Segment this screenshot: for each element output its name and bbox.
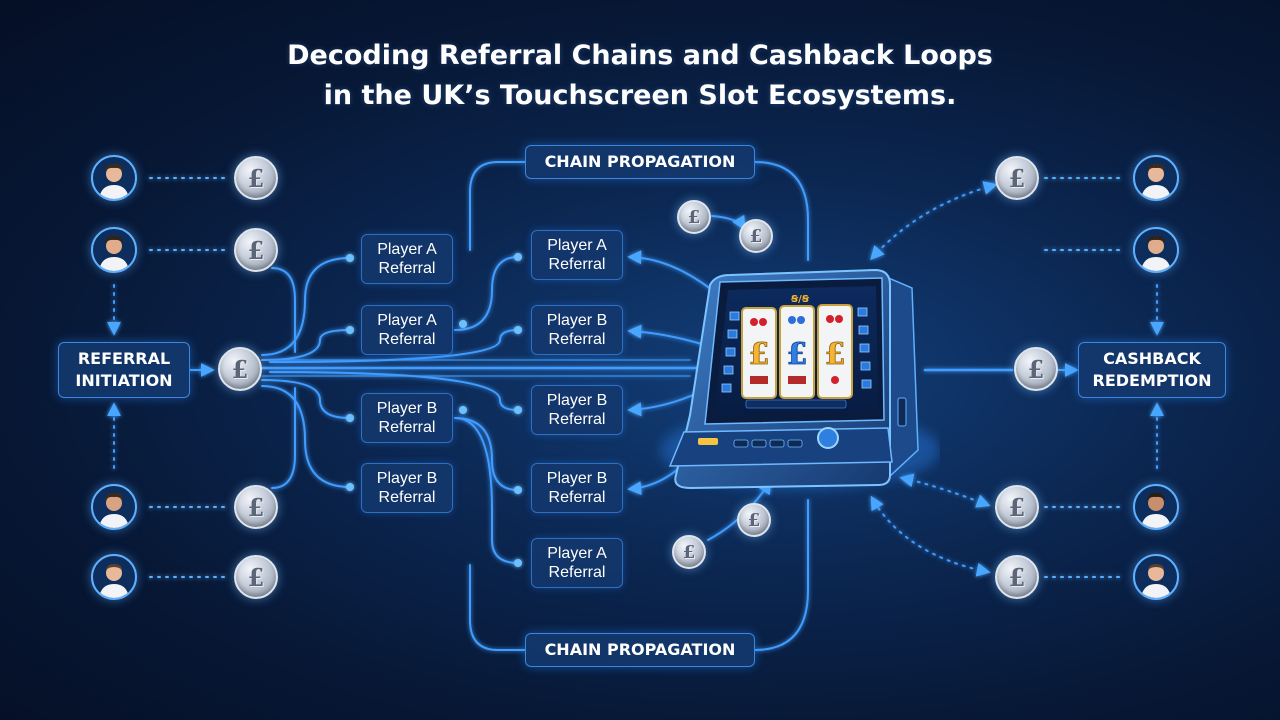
connection-dot	[346, 254, 354, 262]
chain-propagation-bottom-box: CHAIN PROPAGATION	[525, 633, 755, 667]
referral-initiation-box: REFERRAL INITIATION	[58, 342, 190, 398]
connection-dot	[346, 326, 354, 334]
connection-dot	[459, 320, 467, 328]
pound-coin-icon: £	[677, 200, 711, 234]
pound-coin-icon: £	[995, 156, 1039, 200]
connection-dot	[514, 406, 522, 414]
connection-dot	[346, 483, 354, 491]
cashback-redemption-box: CASHBACK REDEMPTION	[1078, 342, 1226, 398]
player-avatar-icon	[1133, 484, 1179, 530]
screen-header: Ꞩ/Ꞩ	[790, 294, 810, 305]
title-line-2: in the UK’s Touchscreen Slot Ecosystems.	[323, 80, 957, 111]
reel-symbol: £	[787, 337, 808, 372]
touchscreen-slot-machine-icon: Ꞩ/Ꞩ £ £ £	[660, 268, 940, 490]
pound-coin-icon: £	[995, 555, 1039, 599]
player-avatar-icon	[1133, 155, 1179, 201]
connection-dot	[514, 559, 522, 567]
player-avatar-icon	[91, 554, 137, 600]
diagram-title: Decoding Referral Chains and Cashback Lo…	[0, 36, 1280, 116]
reel-symbol: £	[825, 337, 846, 372]
connection-dot	[514, 326, 522, 334]
reel-symbol: £	[749, 337, 770, 372]
pound-coin-icon: £	[234, 555, 278, 599]
pound-coin-icon: £	[672, 535, 706, 569]
title-line-1: Decoding Referral Chains and Cashback Lo…	[287, 40, 993, 71]
pound-coin-icon: £	[1014, 347, 1058, 391]
pound-coin-icon: £	[234, 156, 278, 200]
connection-dot	[514, 253, 522, 261]
player-avatar-icon	[1133, 554, 1179, 600]
pound-coin-icon: £	[234, 228, 278, 272]
pound-coin-icon: £	[218, 347, 262, 391]
pound-coin-icon: £	[234, 485, 278, 529]
player-avatar-icon	[91, 484, 137, 530]
chain-propagation-top-box: CHAIN PROPAGATION	[525, 145, 755, 179]
connection-dot	[459, 406, 467, 414]
pound-coin-icon: £	[739, 219, 773, 253]
pound-coin-icon: £	[737, 503, 771, 537]
player-avatar-icon	[91, 227, 137, 273]
connection-dot	[514, 486, 522, 494]
player-avatar-icon	[1133, 227, 1179, 273]
connection-dot	[346, 414, 354, 422]
player-avatar-icon	[91, 155, 137, 201]
pound-coin-icon: £	[995, 485, 1039, 529]
